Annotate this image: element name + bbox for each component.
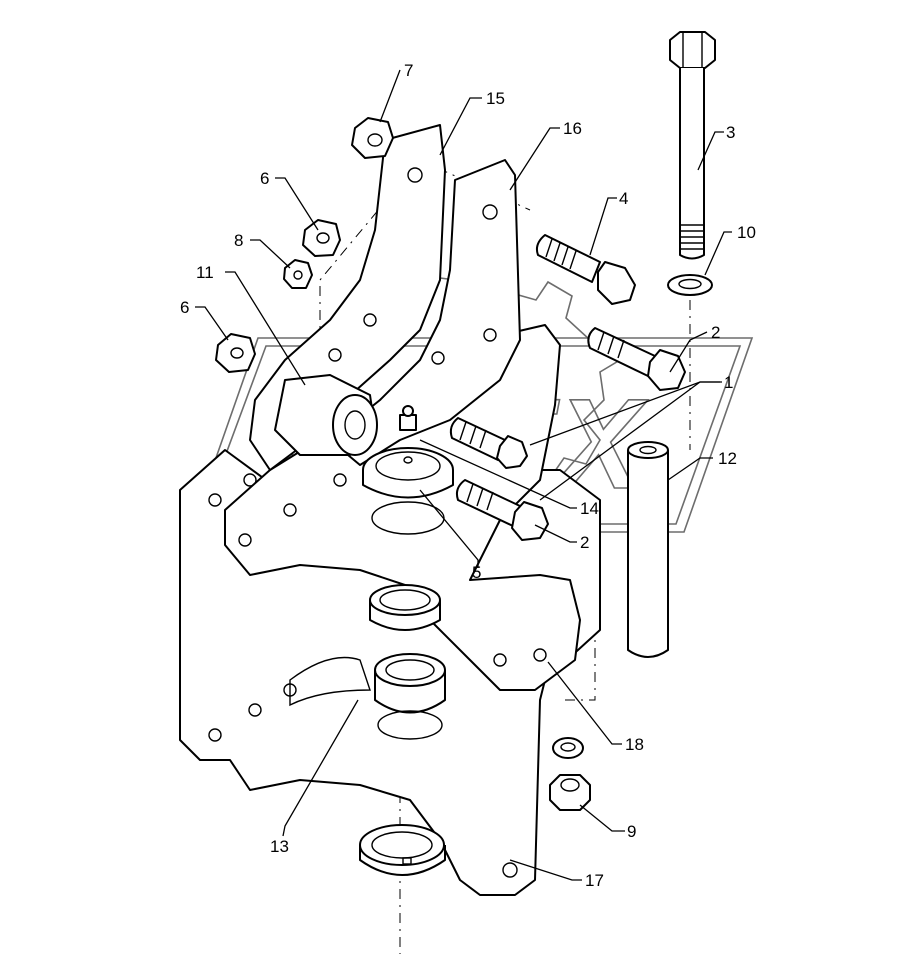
callout-4: 4 [619, 189, 628, 208]
part-1-bolt [449, 417, 528, 469]
part-5-bushing [362, 447, 454, 535]
callout-2-upper: 2 [711, 323, 720, 342]
part-14-grease-nipple [399, 405, 417, 431]
callout-7: 7 [404, 61, 413, 80]
part-10-spring-washer [667, 274, 713, 296]
callout-5: 5 [472, 563, 481, 582]
callout-9: 9 [627, 822, 636, 841]
callout-11: 11 [196, 263, 214, 282]
part-7-nut [351, 117, 394, 159]
callout-leaders [195, 69, 732, 881]
callout-15: 15 [486, 89, 505, 108]
callout-18: 18 [625, 735, 644, 754]
callout-13: 13 [270, 837, 289, 856]
callout-2-lower: 2 [580, 533, 589, 552]
part-6-nut-lower [215, 333, 256, 373]
part-2-bolt-upper [587, 327, 686, 391]
callout-16: 16 [563, 119, 582, 138]
callout-8: 8 [234, 231, 243, 250]
callout-1: 1 [724, 373, 733, 392]
part-12-pin [627, 441, 669, 658]
callout-6-lower: 6 [180, 298, 189, 317]
callout-10: 10 [737, 223, 756, 242]
callout-12: 12 [718, 449, 737, 468]
callout-14: 14 [580, 499, 599, 518]
callout-17: 17 [585, 871, 604, 890]
callout-6-upper: 6 [260, 169, 269, 188]
part-13-lower-bushing [359, 584, 446, 876]
part-3-long-bolt [669, 31, 716, 260]
part-8-washer [283, 259, 313, 289]
callout-3: 3 [726, 123, 735, 142]
part-2-bolt-lower [455, 479, 549, 541]
part-11-pivot-lug [274, 374, 378, 456]
part-6-nut-upper [302, 219, 341, 257]
part-9-washer-and-nut [549, 737, 591, 811]
callout-labels: 7 15 16 3 6 4 10 8 11 6 2 1 12 14 2 5 18… [180, 61, 756, 890]
part-4-bolt [535, 234, 636, 305]
